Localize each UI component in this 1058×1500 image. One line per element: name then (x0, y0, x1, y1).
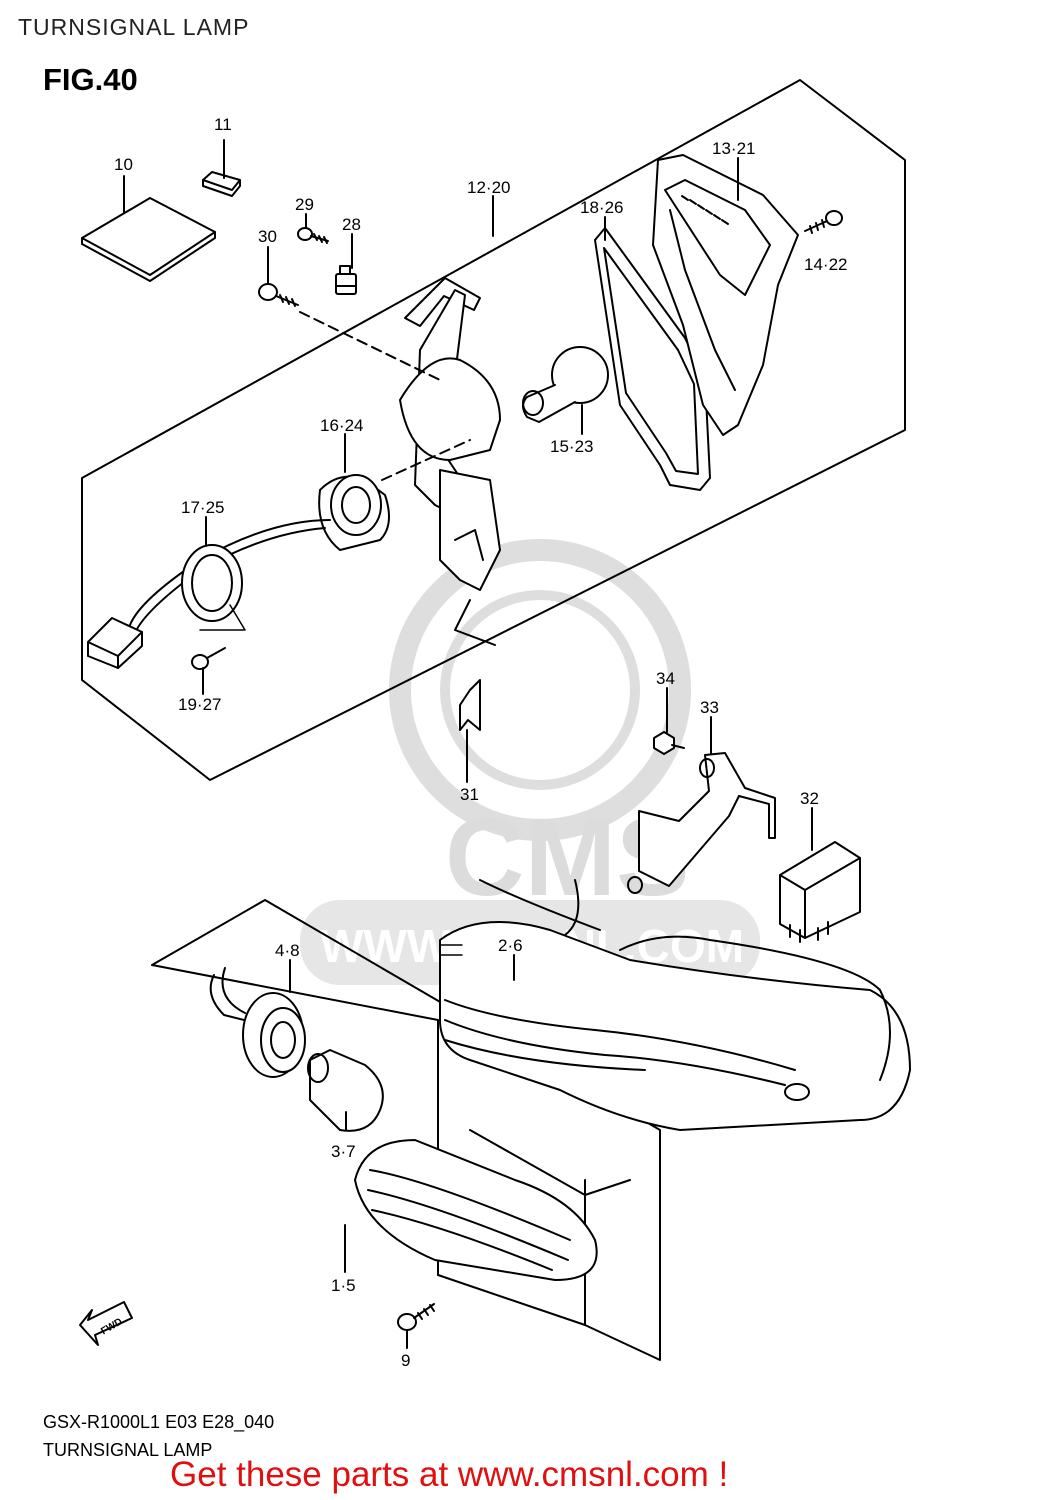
callout-3-7: 3·7 (331, 1142, 356, 1161)
part-33-bracket (627, 752, 776, 894)
part-9-screw (397, 1303, 435, 1331)
footer-title: TURNSIGNAL LAMP (43, 1440, 213, 1460)
callout-9: 9 (401, 1351, 410, 1370)
part-32-relay (779, 841, 861, 943)
fwd-arrow-icon (79, 1301, 133, 1346)
callout-34: 34 (656, 669, 675, 688)
callout-16-24: 16·24 (320, 416, 363, 435)
figure-number: FIG.40 (43, 62, 138, 97)
callout-28: 28 (342, 215, 361, 234)
part-28-clip (335, 265, 357, 295)
callout-13-21: 13·21 (712, 139, 755, 158)
part-30-bolt (258, 283, 299, 307)
part-13-21-lens (652, 154, 799, 436)
part-15-23-bulb (522, 346, 609, 423)
callout-31: 31 (460, 785, 479, 804)
callout-33: 33 (700, 698, 719, 717)
upper-assembly-frame (81, 79, 906, 781)
part-29-screw (297, 227, 329, 244)
callout-32: 32 (800, 789, 819, 808)
page-header-title: TURNSIGNAL LAMP (18, 14, 250, 40)
callout-29: 29 (295, 195, 314, 214)
callout-1-5: 1·5 (331, 1276, 356, 1295)
part-10-pad (81, 197, 216, 282)
callout-2-6: 2·6 (498, 936, 523, 955)
cms-watermark: CMS WWW.CMSNL.COM (300, 539, 760, 985)
part-4-8-socket (209, 967, 306, 1078)
callout-18-26: 18·26 (580, 198, 623, 217)
callout-15-23: 15·23 (550, 437, 593, 456)
callout-4-8: 4·8 (275, 941, 300, 960)
callout-labels: 10 11 29 28 30 12·20 18·26 13·21 14·22 1… (114, 115, 847, 1370)
part-11-block (202, 171, 241, 197)
promo-link-text[interactable]: Get these parts at www.cmsnl.com ! (170, 1455, 729, 1494)
part-12-20-bracket (399, 277, 501, 731)
callout-10: 10 (114, 155, 133, 174)
callout-12-20: 12·20 (467, 178, 510, 197)
part-16-24-socket (318, 474, 390, 551)
footer-model-code: GSX-R1000L1 E03 E28_040 (43, 1412, 275, 1432)
part-18-26-gasket (594, 227, 711, 491)
part-2-6-housing (439, 879, 911, 1131)
part-14-22-screw (804, 210, 843, 234)
callout-17-25: 17·25 (181, 498, 224, 517)
part-3-7-bulb (307, 1049, 384, 1132)
part-17-25-harness (87, 519, 331, 669)
part-1-5-lens (354, 1139, 598, 1281)
callout-19-27: 19·27 (178, 695, 221, 714)
part-19-27-screw (191, 647, 226, 670)
callout-14-22: 14·22 (804, 255, 847, 274)
part-34-bolt (653, 731, 685, 755)
callout-30: 30 (258, 227, 277, 246)
callout-11: 11 (214, 115, 232, 134)
